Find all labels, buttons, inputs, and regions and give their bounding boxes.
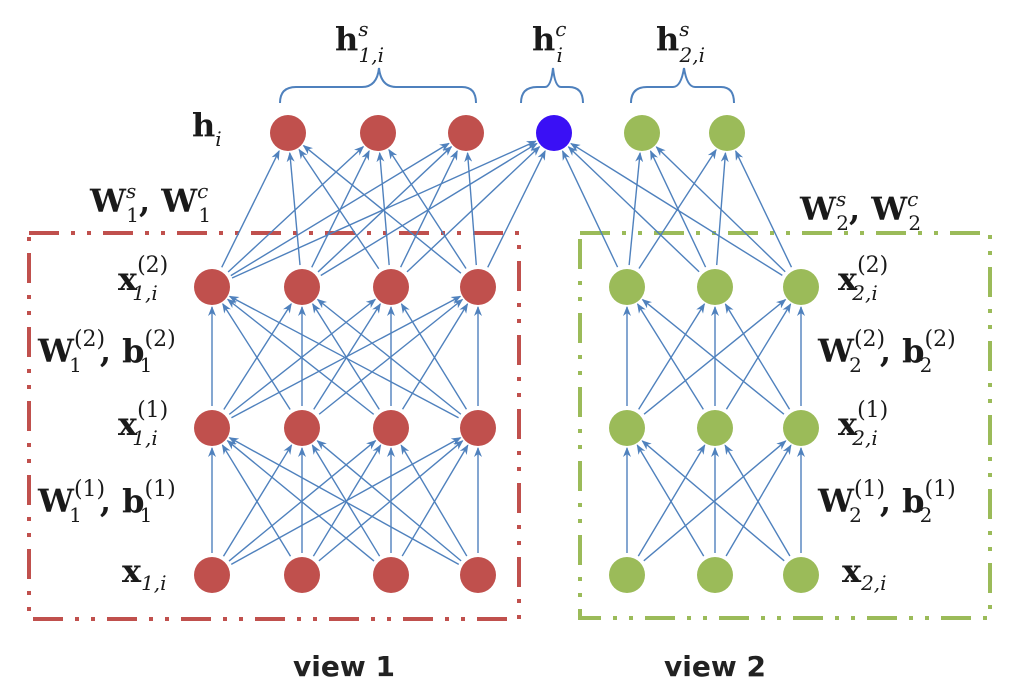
view1-layer2-node <box>373 269 409 305</box>
view2-layer0-node <box>783 557 819 593</box>
view2-edge <box>641 440 785 562</box>
view2-box <box>578 231 992 620</box>
label-w2-1: W(1)2, b(1)2 <box>817 477 956 527</box>
view2-layer1-node <box>609 410 645 446</box>
view2-to-shared-edge <box>567 146 700 273</box>
view1-to-shared-edge <box>487 150 546 268</box>
view1-edge <box>221 444 292 557</box>
h-common-node <box>536 115 572 151</box>
view1-layer1-node <box>194 410 230 446</box>
view2-edge <box>724 444 791 557</box>
view1-to-shared-edge <box>221 150 280 268</box>
view2-edge <box>725 444 792 557</box>
view2-layer1-node <box>783 410 819 446</box>
h-specific-view2-node <box>624 115 660 151</box>
view2-edge <box>724 303 791 410</box>
nodes <box>194 115 819 593</box>
view1-layer1-node <box>284 410 320 446</box>
view1-edge <box>400 444 468 557</box>
view2-edge <box>637 444 706 557</box>
label-w1-1: W(1)1, b(1)1 <box>37 477 176 527</box>
view1-to-shared-edge <box>311 150 370 268</box>
view2-to-shared-edge <box>655 146 786 273</box>
view1-layer0-node <box>460 557 496 593</box>
view1-edge <box>312 303 380 410</box>
view2-edge <box>636 303 704 410</box>
view2-edge <box>725 303 792 410</box>
view2-to-shared-edge <box>628 151 644 266</box>
view1-edge <box>228 437 460 565</box>
view1-layer1-node <box>373 410 409 446</box>
view1-edge <box>400 303 468 410</box>
view1-edge <box>226 298 375 415</box>
view1-to-shared-edge <box>400 150 458 268</box>
view1-edge <box>222 303 291 410</box>
view2-to-shared-edge <box>649 150 707 268</box>
view1-edge <box>223 303 292 410</box>
view2-layer2-node <box>697 269 733 305</box>
brace-h-c <box>520 67 584 104</box>
view2-layer0-node <box>697 557 733 593</box>
label-w1-2: W(2)1, b(2)1 <box>37 327 176 377</box>
view2-to-shared-edge <box>735 150 793 268</box>
view1-layer0-node <box>284 557 320 593</box>
view1-edge <box>401 444 469 557</box>
label-x2-2: x(2)2,i <box>838 253 888 305</box>
label-x2-0: x2,i <box>842 552 887 595</box>
view1-to-shared-edge <box>227 145 365 273</box>
label-x1-1: x(1)1,i <box>118 398 168 450</box>
view2-layer2-node <box>609 269 645 305</box>
view1-to-shared-edge <box>286 151 301 266</box>
h-specific-view1-node <box>360 115 396 151</box>
view1-edge <box>316 440 462 562</box>
view1-layer0-node <box>373 557 409 593</box>
h-specific-view1-node <box>448 115 484 151</box>
view1-to-shared-edge <box>388 148 467 269</box>
label-x2-1: x(1)2,i <box>838 398 888 450</box>
view2-edge <box>636 444 705 557</box>
edges <box>208 140 805 565</box>
h-specific-view2-node <box>709 115 745 151</box>
view1-edge <box>228 295 459 419</box>
view1-to-shared-edge <box>464 151 477 266</box>
view1-edge <box>311 444 381 557</box>
view1-to-shared-edge <box>302 144 462 274</box>
view1-box <box>27 231 521 621</box>
view2-layer2-node <box>783 269 819 305</box>
view2-layer0-node <box>609 557 645 593</box>
view2-edge <box>641 298 785 415</box>
view1-edge <box>316 298 462 415</box>
h-specific-view1-node <box>270 115 306 151</box>
view1-edge <box>222 444 293 557</box>
label-x1-2: x(2)1,i <box>118 253 168 305</box>
view2-to-shared-edge <box>570 142 783 276</box>
view1-layer0-node <box>194 557 230 593</box>
label-x1-0: x1,i <box>122 552 167 595</box>
view2-edge <box>638 303 706 410</box>
view1-edge <box>226 440 375 562</box>
label-w2-2: W(2)2, b(2)2 <box>817 327 956 377</box>
view1-to-shared-edge <box>298 148 380 270</box>
view2-label: view 2 <box>664 650 766 683</box>
view1-layer2-node <box>460 269 496 305</box>
view1-layer2-node <box>194 269 230 305</box>
view1-label: view 1 <box>293 650 395 683</box>
view1-layer2-node <box>284 269 320 305</box>
view1-edge <box>401 303 469 410</box>
label-h-i: hi <box>192 106 222 151</box>
brace-h-s1 <box>279 67 477 104</box>
view1-layer1-node <box>460 410 496 446</box>
view1-to-shared-edge <box>406 146 541 273</box>
view2-layer1-node <box>697 410 733 446</box>
view1-edge <box>312 444 382 557</box>
brace-h-s2 <box>630 67 735 104</box>
view1-edge <box>313 303 381 410</box>
view2-to-shared-edge <box>561 150 619 268</box>
view1-to-shared-edge <box>376 151 390 266</box>
